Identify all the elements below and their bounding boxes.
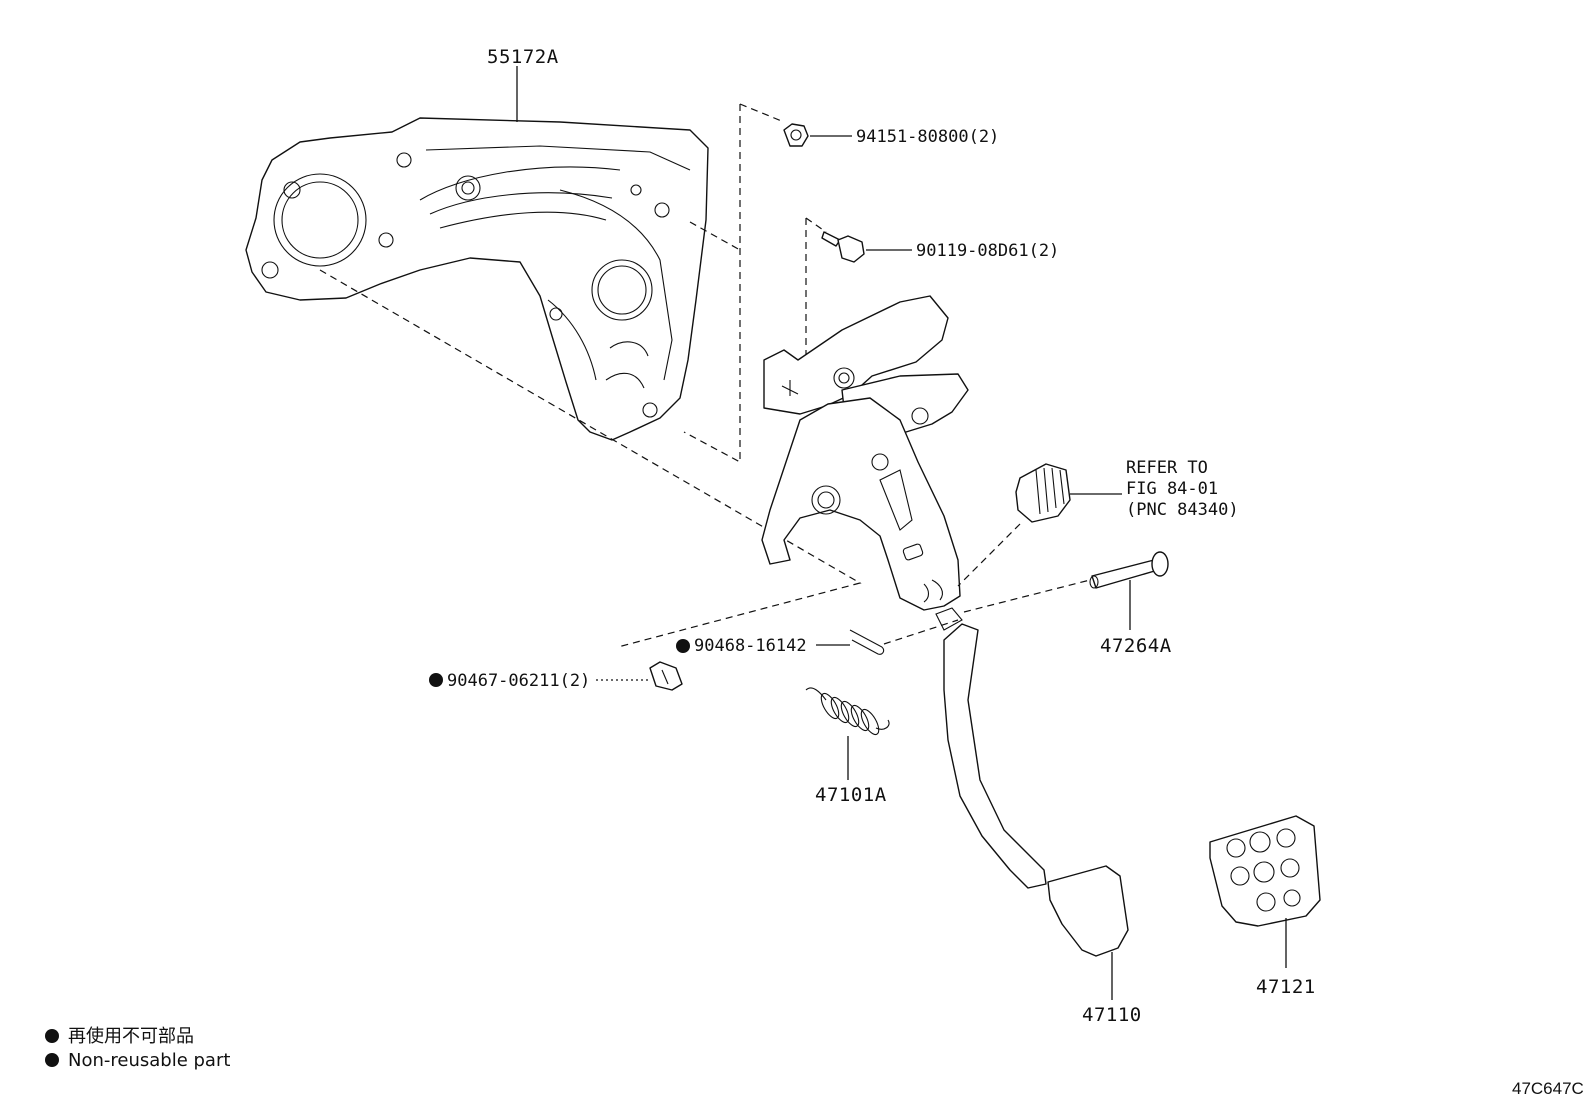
non-reusable-marker-bushing — [429, 673, 443, 687]
label-refer-line2: FIG 84-01 — [1126, 479, 1218, 499]
label-pin: 47264A — [1100, 635, 1172, 657]
label-refer-line3: (PNC 84340) — [1126, 500, 1239, 520]
pedal-support-bracket — [245, 117, 709, 441]
pedal-mount-bracket — [761, 295, 969, 611]
label-clip: 90468-16142 — [694, 636, 807, 656]
clip — [849, 629, 885, 655]
label-spring: 47101A — [815, 784, 887, 806]
flange-nut — [783, 123, 809, 147]
legend-japanese: 再使用不可部品 — [68, 1026, 194, 1047]
label-bracket: 55172A — [487, 46, 559, 68]
label-pad: 47121 — [1256, 976, 1316, 998]
pedal-pin — [1089, 551, 1169, 589]
figure-code: 47C647C — [1512, 1079, 1584, 1098]
label-bushing: 90467-06211(2) — [447, 671, 590, 691]
bushing — [649, 661, 683, 691]
non-reusable-marker-clip — [676, 639, 690, 653]
label-nut: 94151-80800(2) — [856, 127, 999, 147]
return-spring — [805, 687, 890, 736]
pedal-pad — [1209, 815, 1321, 927]
label-pedal: 47110 — [1082, 1004, 1142, 1026]
stop-lamp-switch — [1015, 463, 1071, 523]
brake-pedal-arm — [935, 607, 1129, 957]
legend-marker-en — [45, 1053, 59, 1067]
legend: 再使用不可部品 Non-reusable part — [45, 1026, 230, 1071]
label-refer-line1: REFER TO — [1126, 458, 1208, 478]
flange-bolt — [821, 231, 865, 263]
legend-marker-jp — [45, 1029, 59, 1043]
label-bolt: 90119-08D61(2) — [916, 241, 1059, 261]
legend-english: Non-reusable part — [68, 1050, 230, 1071]
